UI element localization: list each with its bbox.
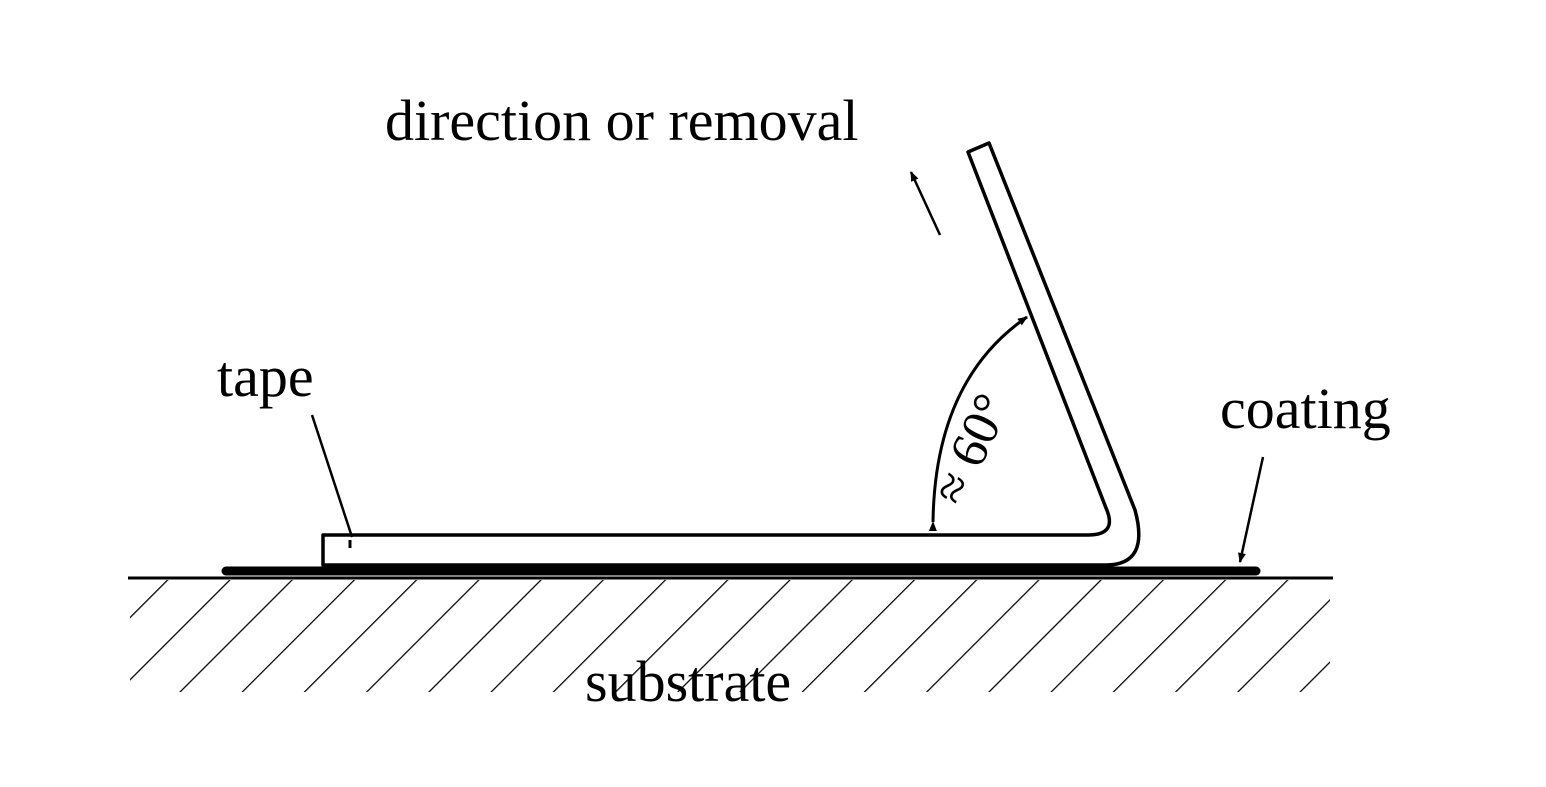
substrate-hatching: [130, 580, 1330, 692]
angle-arc: [928, 315, 1028, 532]
tape-label: tape: [217, 344, 314, 409]
coating-leader-line: [1238, 456, 1265, 563]
direction-arrow: [909, 171, 942, 236]
direction-label: direction or removal: [385, 88, 859, 153]
tape-leader-line: [310, 414, 354, 538]
angle-label: ≈ 60°: [921, 385, 1021, 513]
substrate-label: substrate: [585, 649, 791, 714]
coating-label: coating: [1220, 376, 1391, 441]
tape-strip: [321, 141, 1141, 567]
substrate: [128, 576, 1333, 692]
